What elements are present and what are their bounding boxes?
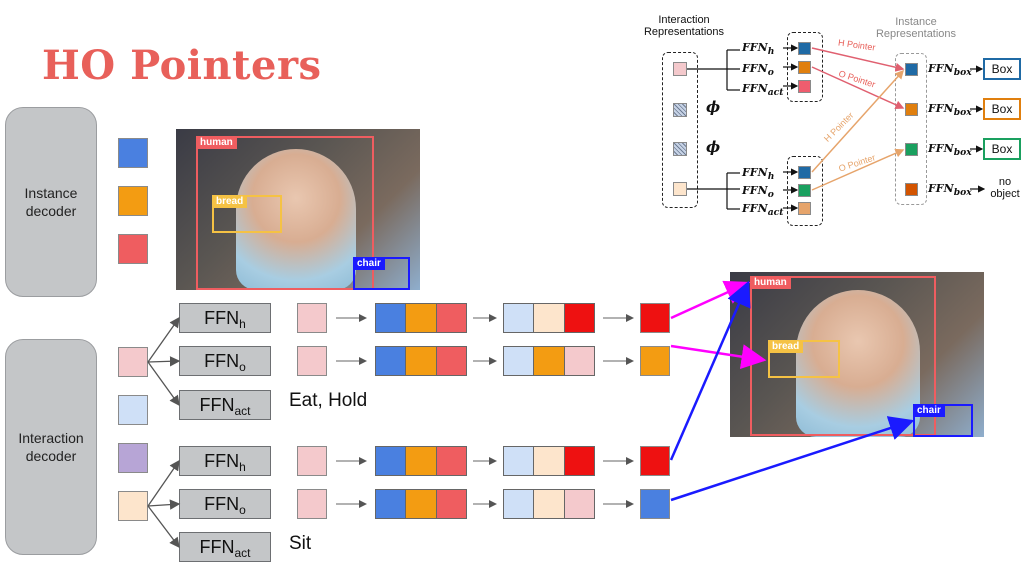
inset-connector-layer xyxy=(0,0,1024,567)
